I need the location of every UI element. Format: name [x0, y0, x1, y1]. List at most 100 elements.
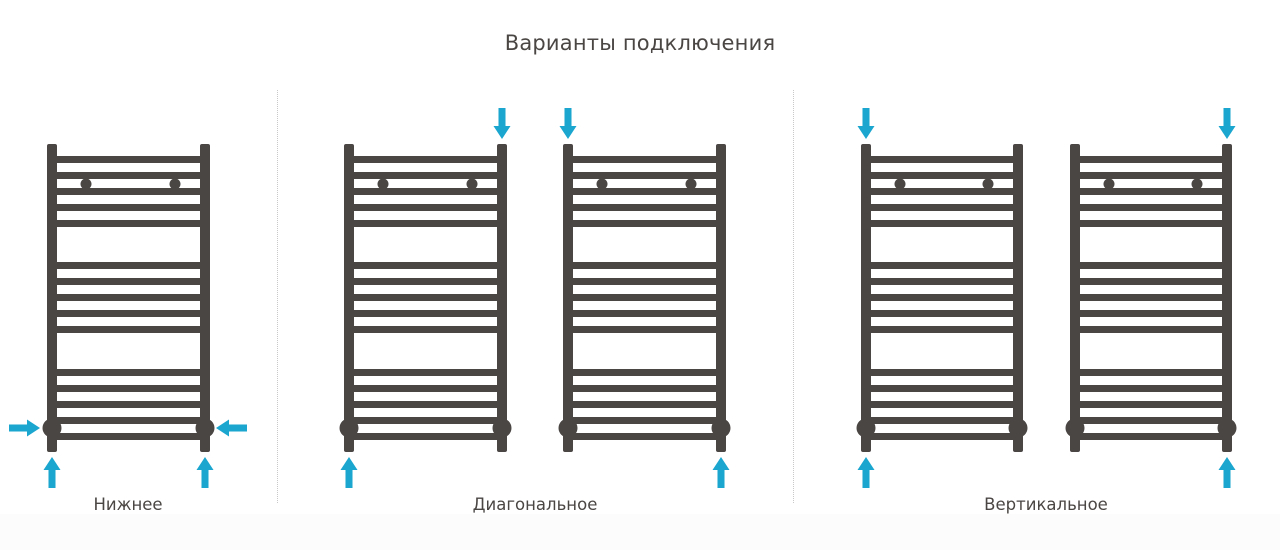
- radiator-rail: [1080, 310, 1222, 317]
- label-bottom-connection: Нижнее: [93, 495, 163, 514]
- radiator-rail: [354, 369, 497, 376]
- radiator-rail: [871, 220, 1013, 227]
- radiator-rail: [57, 188, 200, 195]
- radiator-rail: [573, 433, 716, 440]
- radiator-rail: [573, 385, 716, 392]
- mount-dot-icon: [982, 178, 994, 190]
- radiator-rail: [57, 369, 200, 376]
- radiator-rail: [1080, 278, 1222, 285]
- radiator-rail: [57, 204, 200, 211]
- connector-icon: [42, 418, 62, 438]
- radiator-rail: [57, 385, 200, 392]
- radiator-rail: [1080, 262, 1222, 269]
- radiator-rail: [354, 220, 497, 227]
- radiator-rail: [57, 156, 200, 163]
- arrow-up-icon: [196, 457, 214, 488]
- radiator-rail: [871, 278, 1013, 285]
- radiator-rail: [871, 326, 1013, 333]
- radiator-rail: [354, 156, 497, 163]
- arrow-up-icon: [340, 457, 358, 488]
- radiator-rail: [57, 262, 200, 269]
- radiator-post-right: [200, 144, 210, 452]
- radiator-rail: [354, 204, 497, 211]
- connector-icon: [1008, 418, 1028, 438]
- radiator-rail: [573, 369, 716, 376]
- arrow-up-icon: [43, 457, 61, 488]
- radiator-rail: [57, 220, 200, 227]
- radiator-rail: [1080, 188, 1222, 195]
- radiator-rail: [354, 417, 497, 424]
- connector-icon: [339, 418, 359, 438]
- radiator-rail: [573, 262, 716, 269]
- radiator-rail: [871, 262, 1013, 269]
- radiator-rail: [1080, 172, 1222, 179]
- radiator-rail: [871, 204, 1013, 211]
- connector-icon: [558, 418, 578, 438]
- mount-dot-icon: [1191, 178, 1203, 190]
- radiator-rail: [1080, 294, 1222, 301]
- radiator-rail: [573, 220, 716, 227]
- radiator-rail: [573, 156, 716, 163]
- separator-2: [793, 90, 794, 503]
- radiator-rail: [57, 294, 200, 301]
- radiator-rail: [573, 401, 716, 408]
- radiator-rail: [354, 326, 497, 333]
- radiator-post-right: [497, 144, 507, 452]
- arrow-down-icon: [1218, 108, 1236, 139]
- radiator-rail: [1080, 385, 1222, 392]
- mount-dot-icon: [596, 178, 608, 190]
- radiator-post-left: [563, 144, 573, 452]
- arrow-up-icon: [1218, 457, 1236, 488]
- radiator-rail: [354, 278, 497, 285]
- connector-icon: [195, 418, 215, 438]
- label-vertical-connection: Вертикальное: [984, 495, 1108, 514]
- radiator-rail: [573, 204, 716, 211]
- radiator-rail: [57, 278, 200, 285]
- radiator-rail: [573, 326, 716, 333]
- connector-icon: [1217, 418, 1237, 438]
- radiator-rail: [354, 262, 497, 269]
- radiator-rail: [871, 369, 1013, 376]
- radiator-rail: [1080, 204, 1222, 211]
- radiator-rail: [354, 310, 497, 317]
- connector-icon: [1065, 418, 1085, 438]
- radiator-rail: [1080, 326, 1222, 333]
- radiator-rail: [573, 310, 716, 317]
- radiator-rail: [1080, 220, 1222, 227]
- arrow-down-icon: [559, 108, 577, 139]
- arrow-right-icon: [9, 419, 40, 437]
- connector-icon: [711, 418, 731, 438]
- radiator-rail: [57, 433, 200, 440]
- radiator-rail: [57, 310, 200, 317]
- radiator-post-left: [47, 144, 57, 452]
- radiator-rail: [871, 417, 1013, 424]
- radiator-rail: [871, 294, 1013, 301]
- radiator-post-left: [1070, 144, 1080, 452]
- mount-dot-icon: [894, 178, 906, 190]
- bottom-band: [0, 514, 1280, 550]
- mount-dot-icon: [685, 178, 697, 190]
- radiator-rail: [354, 188, 497, 195]
- radiator-rail: [871, 156, 1013, 163]
- page-title: Варианты подключения: [504, 31, 776, 55]
- radiator-rail: [354, 433, 497, 440]
- radiator-rail: [871, 188, 1013, 195]
- radiator-rail: [57, 417, 200, 424]
- radiator-rail: [871, 385, 1013, 392]
- radiator-rail: [1080, 369, 1222, 376]
- radiator-rail: [573, 417, 716, 424]
- arrow-up-icon: [712, 457, 730, 488]
- radiator-rail: [573, 188, 716, 195]
- mount-dot-icon: [169, 178, 181, 190]
- radiator-rail: [573, 172, 716, 179]
- separator-1: [277, 90, 278, 503]
- radiator-post-right: [1013, 144, 1023, 452]
- radiator-rail: [354, 401, 497, 408]
- mount-dot-icon: [466, 178, 478, 190]
- radiator-post-left: [344, 144, 354, 452]
- radiator-post-right: [1222, 144, 1232, 452]
- radiator-rail: [871, 310, 1013, 317]
- arrow-up-icon: [857, 457, 875, 488]
- radiator-rail: [57, 172, 200, 179]
